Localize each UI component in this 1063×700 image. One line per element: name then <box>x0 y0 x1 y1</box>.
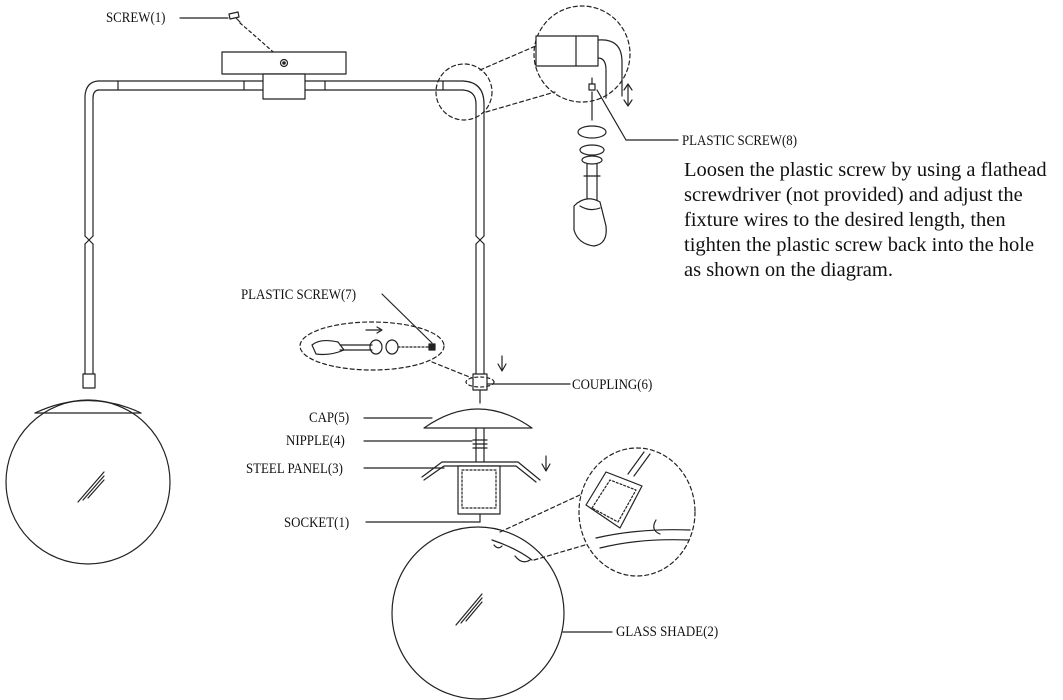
instruction-line: as shown on the diagram. <box>684 259 893 281</box>
label-plastic-screw-8: PLASTIC SCREW(8) <box>682 133 798 149</box>
steel-panel-part <box>363 455 551 483</box>
coupling-part <box>465 355 571 404</box>
glass-shade-part <box>391 526 613 700</box>
label-screw: SCREW(1) <box>106 10 166 26</box>
instruction-text: Loosen the plastic screw by using a flat… <box>684 158 1059 283</box>
instruction-line: tighten the plastic screw back into the … <box>684 234 1035 256</box>
socket-part <box>365 465 501 523</box>
cap-part <box>363 408 533 429</box>
left-cord <box>82 95 96 389</box>
glass-detail-callout <box>499 447 696 577</box>
crossbar <box>84 80 485 105</box>
label-cap: CAP(5) <box>309 410 350 426</box>
label-plastic-screw-7: PLASTIC SCREW(7) <box>241 287 357 303</box>
instruction-line: fixture wires to the desired length, the… <box>684 209 1006 231</box>
label-nipple: NIPPLE(4) <box>286 433 345 449</box>
corner-zoom-callout <box>435 5 679 141</box>
instruction-line: screwdriver (not provided) and adjust th… <box>684 184 1023 206</box>
right-cord <box>475 103 485 375</box>
canopy <box>221 51 347 100</box>
instruction-line: Loosen the plastic screw by using a flat… <box>684 159 1047 181</box>
plastic-screw-7-callout <box>299 293 473 379</box>
label-coupling: COUPLING(6) <box>572 377 653 393</box>
nipple-part <box>363 427 488 463</box>
hand-adjust-illustration <box>573 91 607 247</box>
left-glass-globe <box>5 399 171 565</box>
label-socket: SOCKET(1) <box>284 515 350 531</box>
label-steel-panel: STEEL PANEL(3) <box>246 461 343 477</box>
label-glass-shade: GLASS SHADE(2) <box>616 624 719 640</box>
